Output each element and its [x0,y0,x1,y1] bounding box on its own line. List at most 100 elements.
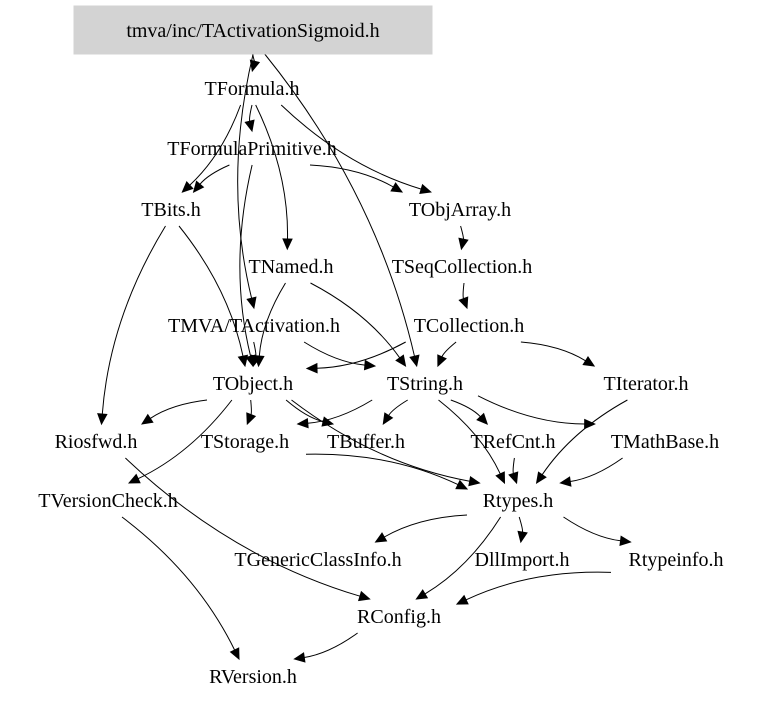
edge-tformula-to-tbits [189,104,242,186]
node-tgenericclassinfo[interactable]: TGenericClassInfo.h [234,549,401,571]
edge-layer [97,53,632,663]
arrowhead-tversioncheck-to-rversion [229,647,240,661]
node-rtypeinfo[interactable]: Rtypeinfo.h [629,549,724,571]
arrowhead-tmvatactivation-to-tstring [363,359,377,371]
arrowhead-tformula-to-tobjarray [419,183,432,194]
arrowhead-rconfig-to-rversion [293,652,306,663]
edge-tversioncheck-to-rversion [121,516,236,651]
arrowhead-tbits-to-tobject [237,354,249,368]
arrowhead-tstring-to-tbuffer [382,412,394,426]
edge-tcollection-to-tobject [316,341,406,369]
node-label-tformulaprimitive: TFormulaPrimitive.h [167,138,336,160]
arrowhead-tobject-to-rtypes [468,475,481,487]
node-dllimport[interactable]: DllImport.h [475,549,570,571]
edge-tactivationsigmoid-to-tstring [264,53,415,357]
arrowhead-tobject-to-tversioncheck [128,473,141,484]
edge-tnamed-to-tobject [258,282,286,357]
arrowhead-tcollection-to-tstring [437,354,447,368]
node-tstring[interactable]: TString.h [387,373,463,395]
arrowhead-tnamed-to-tstring [395,354,407,367]
node-label-trefcnt: TRefCnt.h [471,431,556,453]
edge-rtypes-to-tgenericclassinfo [384,514,468,538]
edge-titerator-to-rtypes [541,399,628,475]
node-tnamed[interactable]: TNamed.h [249,256,334,278]
node-tformulaprimitive[interactable]: TFormulaPrimitive.h [167,138,336,160]
arrowhead-tstring-to-trefcnt [476,412,489,425]
node-tformula[interactable]: TFormula.h [205,78,300,100]
arrowhead-tstring-to-rtypes [495,471,506,485]
node-tversioncheck[interactable]: TVersionCheck.h [38,490,177,512]
node-rconfig[interactable]: RConfig.h [357,606,441,628]
edge-tmvatactivation-to-tstring [303,341,365,366]
arrowhead-tformula-to-tbits [181,180,194,193]
arrowhead-riosfwd-to-rconfig [357,590,371,602]
edge-tobject-to-tversioncheck [137,399,233,480]
edge-trefcnt-to-rtypes [512,457,515,474]
node-label-titerator: TIterator.h [604,373,689,395]
edge-tformula-to-tformulaprimitive [249,104,253,122]
node-label-tcollection: TCollection.h [414,315,525,337]
edge-tstorage-to-rtypes [305,453,459,486]
node-tmvatactivation[interactable]: TMVA/TActivation.h [168,315,340,337]
node-riosfwd[interactable]: Riosfwd.h [55,431,138,453]
node-label-tformula: TFormula.h [205,78,300,100]
node-label-tstorage: TStorage.h [201,431,289,453]
node-label-rtypes: Rtypes.h [483,490,554,512]
node-label-tstring: TString.h [387,373,463,395]
edge-tobject-to-tstorage [250,399,252,415]
edge-rtypes-to-dllimport [518,516,524,533]
edge-tformulaprimitive-to-tobjarray [309,164,394,188]
arrowhead-tbits-to-riosfwd [97,413,108,426]
edge-rtypes-to-rtypeinfo [563,516,621,542]
edge-tcollection-to-tstring [441,341,457,358]
arrowhead-tmathbase-to-rtypes [559,476,572,487]
edge-tstring-to-rtypes [438,399,501,475]
arrowhead-tstring-to-tstorage [296,417,309,429]
node-tbuffer[interactable]: TBuffer.h [327,431,405,453]
node-label-tseqcollection: TSeqCollection.h [392,256,533,278]
edge-tmvatactivation-to-tobject [253,341,257,357]
node-label-tnamed: TNamed.h [249,256,334,278]
node-layer: tmva/inc/TActivationSigmoid.hTFormula.hT… [38,5,724,688]
arrowhead-tobjarray-to-tseqcollection [458,237,469,251]
node-tobject[interactable]: TObject.h [213,373,293,395]
arrowhead-tformula-to-tformulaprimitive [244,119,255,133]
node-tbits[interactable]: TBits.h [141,199,200,221]
node-tmathbase[interactable]: TMathBase.h [611,431,719,453]
node-label-tmathbase: TMathBase.h [611,431,719,453]
arrowhead-rtypes-to-rtypeinfo [619,535,632,547]
edge-tobjarray-to-tseqcollection [460,225,464,240]
node-label-dllimport: DllImport.h [475,549,570,571]
node-tobjarray[interactable]: TObjArray.h [409,199,511,221]
arrowhead-rtypes-to-dllimport [517,530,528,544]
node-tcollection[interactable]: TCollection.h [414,315,525,337]
node-trefcnt[interactable]: TRefCnt.h [471,431,556,453]
edge-rconfig-to-rversion [304,632,358,658]
node-tactivationsigmoid[interactable]: tmva/inc/TActivationSigmoid.h [73,5,433,55]
edge-tformula-to-tobjarray [280,104,422,190]
node-rtypes[interactable]: Rtypes.h [483,490,554,512]
arrowhead-tformula-to-tnamed [282,238,293,251]
edge-tcollection-to-titerator [520,341,586,362]
node-rversion[interactable]: RVersion.h [209,666,297,688]
arrowhead-tactivationsigmoid-to-tmvatactivation [246,296,257,310]
root-node-box [73,5,433,55]
node-label-tbuffer: TBuffer.h [327,431,405,453]
edge-tobject-to-rtypes [291,399,470,482]
node-titerator[interactable]: TIterator.h [604,373,689,395]
arrowhead-rtypes-to-tgenericclassinfo [374,532,388,543]
arrowhead-rtypes-to-rconfig [415,589,429,600]
node-label-tgenericclassinfo: TGenericClassInfo.h [234,549,401,571]
node-tstorage[interactable]: TStorage.h [201,431,289,453]
arrowhead-titerator-to-rtypes [535,471,547,485]
edge-tstring-to-trefcnt [450,399,481,418]
node-label-tmvatactivation: TMVA/TActivation.h [168,315,340,337]
arrowhead-trefcnt-to-rtypes [508,471,519,485]
edge-tobject-to-riosfwd [150,399,208,419]
edge-tformula-to-tnamed [255,104,289,240]
arrowhead-tactivationsigmoid-to-tstring [409,354,420,368]
node-tseqcollection[interactable]: TSeqCollection.h [392,256,533,278]
edge-tformulaprimitive-to-tbits [199,164,230,185]
node-label-tbits: TBits.h [141,199,200,221]
